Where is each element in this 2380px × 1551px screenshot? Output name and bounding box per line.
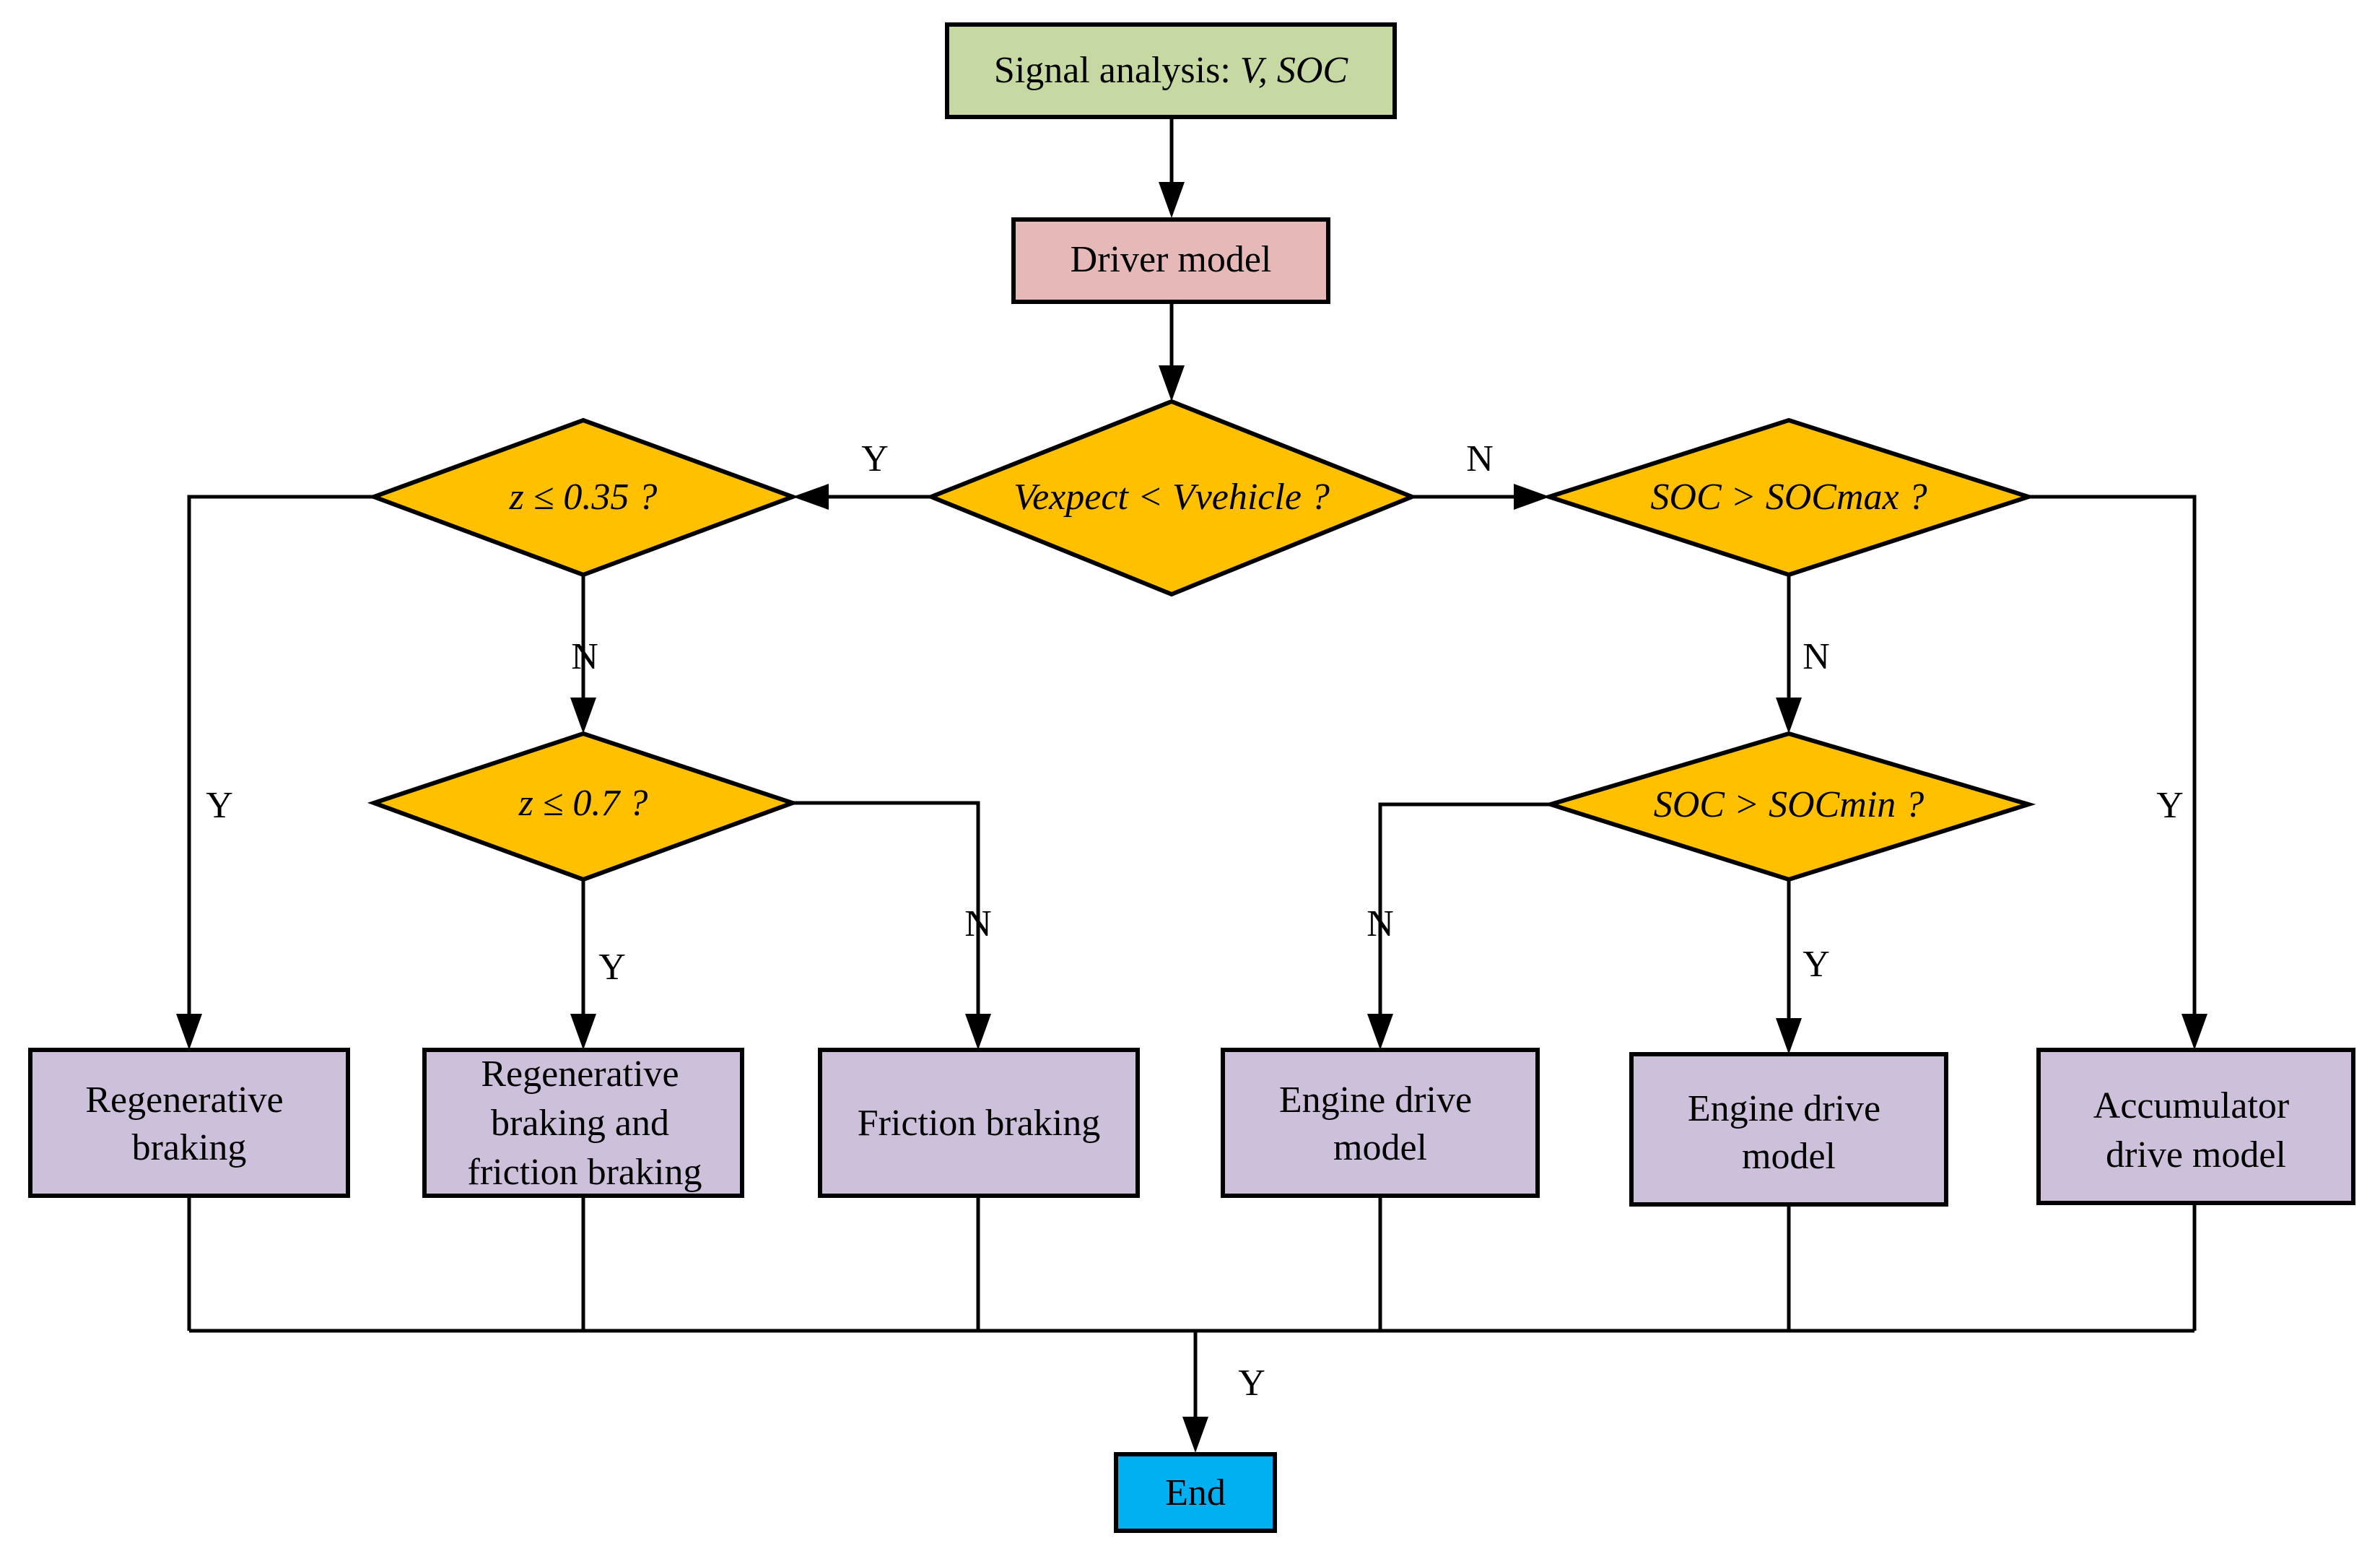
- regen-friction-braking-line-3: friction braking: [468, 1152, 702, 1193]
- accumulator-drive-model-line-1: Accumulator: [2093, 1085, 2289, 1126]
- decision-socmax-label: SOC > SOCmax ?: [1650, 477, 1927, 518]
- engine-drive-model-1-line-2: model: [1333, 1127, 1427, 1168]
- arrowhead: [1367, 1014, 1393, 1050]
- edge-label-z07-yes: Y: [598, 947, 626, 988]
- regenerative-braking-box: Regenerative braking: [28, 1048, 350, 1198]
- friction-braking-box: Friction braking: [818, 1048, 1140, 1198]
- arrowhead: [570, 698, 596, 734]
- engine-drive-model-2-label: Engine drive model: [1688, 1088, 1890, 1177]
- end-box: End: [1114, 1452, 1277, 1533]
- engine-drive-model-2-box: Engine drive model: [1629, 1052, 1948, 1207]
- driver-model-label: Driver model: [1071, 239, 1272, 280]
- regen-friction-braking-line-1: Regenerative: [481, 1053, 679, 1095]
- arrowhead: [2181, 1014, 2207, 1050]
- decision-z07-label: z ≤ 0.7 ?: [518, 783, 648, 824]
- end-rect: [1114, 1452, 1277, 1533]
- signal-analysis-vars: V, SOC: [1240, 50, 1349, 91]
- edge-label-z035-no: N: [571, 636, 598, 677]
- arrowhead: [570, 1014, 596, 1050]
- signal-analysis-rect: [945, 22, 1397, 119]
- edge-label-v-no: N: [1466, 438, 1494, 479]
- engine-drive-model-1-box: Engine drive model: [1221, 1048, 1540, 1198]
- edge-label-socmax-no: N: [1803, 636, 1830, 677]
- regen-friction-braking-rect: [422, 1048, 744, 1198]
- decision-socmax-shape: [1542, 417, 2036, 578]
- signal-analysis-label: Signal analysis: V, SOC: [994, 50, 1348, 91]
- arrowhead: [1182, 1417, 1208, 1453]
- regen-friction-braking-box: Regenerative braking and friction brakin…: [422, 1048, 744, 1198]
- engine-drive-model-2-line-1: Engine drive: [1688, 1088, 1880, 1129]
- edge-socmin-no: [1378, 802, 1551, 1014]
- regen-friction-braking-label: Regenerative braking and friction brakin…: [468, 1053, 702, 1193]
- engine-drive-model-1-label: Engine drive model: [1279, 1079, 1481, 1168]
- edge-label-z07-no: N: [964, 903, 992, 944]
- edge-label-z035-yes: Y: [206, 785, 233, 826]
- decision-v-shape: [925, 399, 1418, 597]
- arrowhead: [965, 1014, 991, 1050]
- driver-model-rect: [1011, 217, 1330, 304]
- arrowhead: [176, 1014, 202, 1050]
- decision-socmin-shape: [1543, 731, 2036, 882]
- edge-z035-yes: [187, 495, 374, 1014]
- signal-analysis-prefix: Signal analysis:: [994, 50, 1240, 91]
- arrowhead: [1514, 484, 1550, 510]
- engine-drive-model-1-line-1: Engine drive: [1279, 1079, 1472, 1121]
- friction-braking-line-1: Friction braking: [858, 1103, 1101, 1144]
- engine-drive-model-2-rect: [1629, 1052, 1948, 1207]
- accumulator-drive-model-line-2: drive model: [2106, 1134, 2286, 1176]
- decision-z035-label: z ≤ 0.35 ?: [509, 477, 658, 518]
- arrowhead: [1159, 365, 1185, 401]
- friction-braking-rect: [818, 1048, 1140, 1198]
- friction-braking-label: Friction braking: [858, 1103, 1101, 1144]
- regen-friction-braking-line-2: braking and: [491, 1103, 669, 1144]
- arrowhead: [793, 484, 829, 510]
- regenerative-braking-line-2: braking: [132, 1127, 247, 1168]
- engine-drive-model-2-line-2: model: [1742, 1136, 1836, 1177]
- driver-model-box: Driver model: [1011, 217, 1330, 304]
- decision-socmin-label: SOC > SOCmin ?: [1654, 784, 1925, 825]
- edge-labels: Y N Y N Y N N Y Y N Y: [206, 438, 2184, 1404]
- edge-socmax-yes: [2028, 495, 2197, 1014]
- decision-v: Vexpect < Vvehicle ?: [925, 399, 1418, 597]
- edge-label-socmin-no: N: [1366, 903, 1394, 944]
- accumulator-drive-model-label: Accumulator drive model: [2093, 1085, 2298, 1176]
- accumulator-drive-model-box: Accumulator drive model: [2036, 1048, 2355, 1205]
- arrowhead: [1776, 1018, 1802, 1054]
- edge-label-merge-yes: Y: [1238, 1363, 1265, 1404]
- edge-z07-no: [793, 801, 980, 1014]
- edge-label-v-yes: Y: [861, 438, 889, 479]
- decision-socmax: SOC > SOCmax ?: [1542, 417, 2036, 578]
- arrowhead: [1776, 698, 1802, 734]
- decision-z035-shape: [367, 417, 799, 578]
- arrowhead: [1159, 182, 1185, 218]
- accumulator-drive-model-rect: [2036, 1048, 2355, 1205]
- regenerative-braking-label: Regenerative braking: [85, 1079, 292, 1168]
- decision-z035: z ≤ 0.35 ?: [367, 417, 799, 578]
- regenerative-braking-line-1: Regenerative: [85, 1079, 283, 1121]
- decision-socmin: SOC > SOCmin ?: [1543, 731, 2036, 882]
- engine-drive-model-1-rect: [1221, 1048, 1540, 1198]
- end-label: End: [1165, 1472, 1226, 1513]
- decision-z07: z ≤ 0.7 ?: [367, 731, 800, 882]
- connectors: [176, 117, 2207, 1453]
- signal-analysis-box: Signal analysis: V, SOC: [945, 22, 1397, 119]
- decision-v-label: Vexpect < Vvehicle ?: [1014, 477, 1330, 518]
- edge-label-socmin-yes: Y: [1803, 944, 1830, 985]
- decision-z07-shape: [367, 731, 800, 882]
- edge-label-socmax-yes: Y: [2156, 785, 2184, 826]
- regenerative-braking-rect: [28, 1048, 350, 1198]
